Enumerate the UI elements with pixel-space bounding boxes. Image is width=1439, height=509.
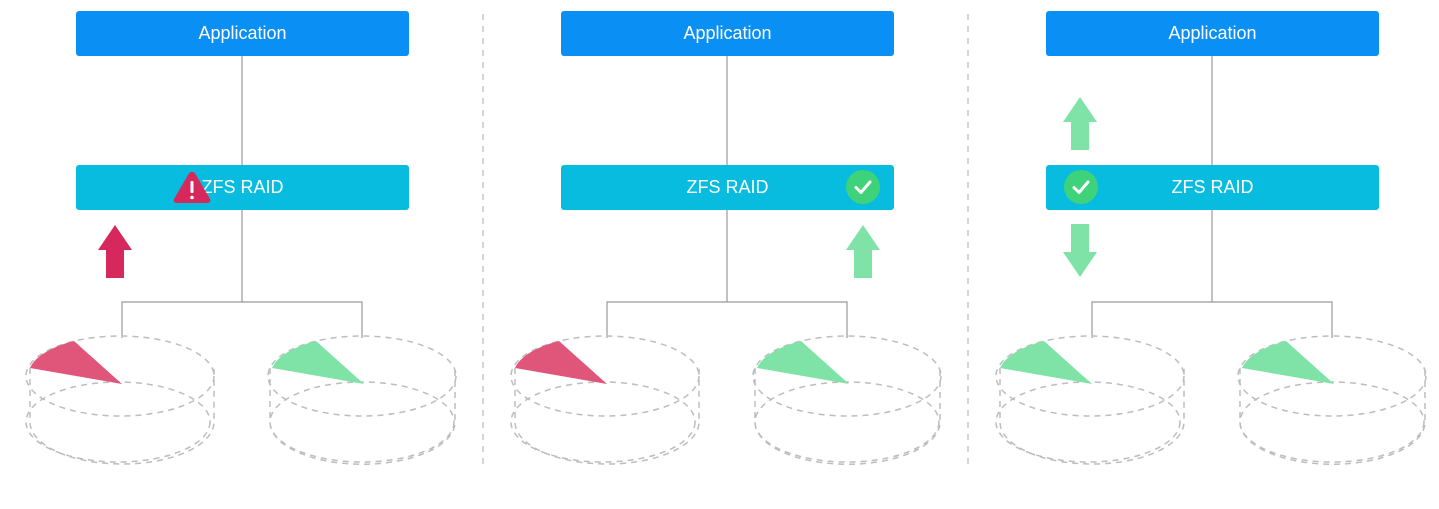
connector-branch: [606, 301, 848, 338]
arrow-up-green-icon: [846, 225, 880, 278]
application-box: Application: [76, 11, 409, 56]
panel-2-graphics: [510, 56, 942, 465]
disk-failed: [25, 335, 215, 465]
application-label: Application: [683, 23, 772, 43]
disk-sector-failed: [30, 341, 122, 384]
disk-sector-healthy: [757, 341, 849, 384]
application-label: Application: [198, 23, 287, 43]
disk-sector-healthy: [1000, 341, 1092, 384]
panel-3-graphics: [995, 56, 1427, 465]
zfs-raid-box: ZFS RAID: [76, 165, 409, 210]
zfs-raid-box: ZFS RAID: [1046, 165, 1379, 210]
application-box: Application: [561, 11, 894, 56]
disk-healthy: [995, 335, 1185, 465]
disk-healthy: [267, 335, 457, 465]
zfs-raid-box: ZFS RAID: [561, 165, 894, 210]
disk-sector-failed: [515, 341, 607, 384]
application-label: Application: [1168, 23, 1257, 43]
disk-sector-healthy: [1242, 341, 1334, 384]
panel-1-graphics: [25, 56, 457, 465]
arrow-up-green-icon: [1063, 97, 1097, 150]
check-circle-icon: [846, 170, 880, 204]
check-circle-icon: [1064, 170, 1098, 204]
connector-branch: [1091, 301, 1333, 338]
panel-1: Application ZFS RAID: [0, 0, 485, 509]
zfs-raid-label: ZFS RAID: [686, 177, 769, 197]
zfs-raid-label: ZFS RAID: [201, 177, 284, 197]
panel-3: Application ZFS RAID: [970, 0, 1439, 509]
application-box: Application: [1046, 11, 1379, 56]
disk-failed: [510, 335, 700, 465]
disk-healthy: [1237, 335, 1427, 465]
arrow-down-green-icon: [1063, 224, 1097, 277]
warning-triangle-icon: [173, 172, 211, 203]
arrow-up-red-icon: [98, 225, 132, 278]
disk-healthy: [752, 335, 942, 465]
connector-branch: [121, 301, 363, 338]
disk-sector-healthy: [272, 341, 364, 384]
zfs-raid-label: ZFS RAID: [1171, 177, 1254, 197]
panel-2: Application ZFS RAID: [485, 0, 970, 509]
